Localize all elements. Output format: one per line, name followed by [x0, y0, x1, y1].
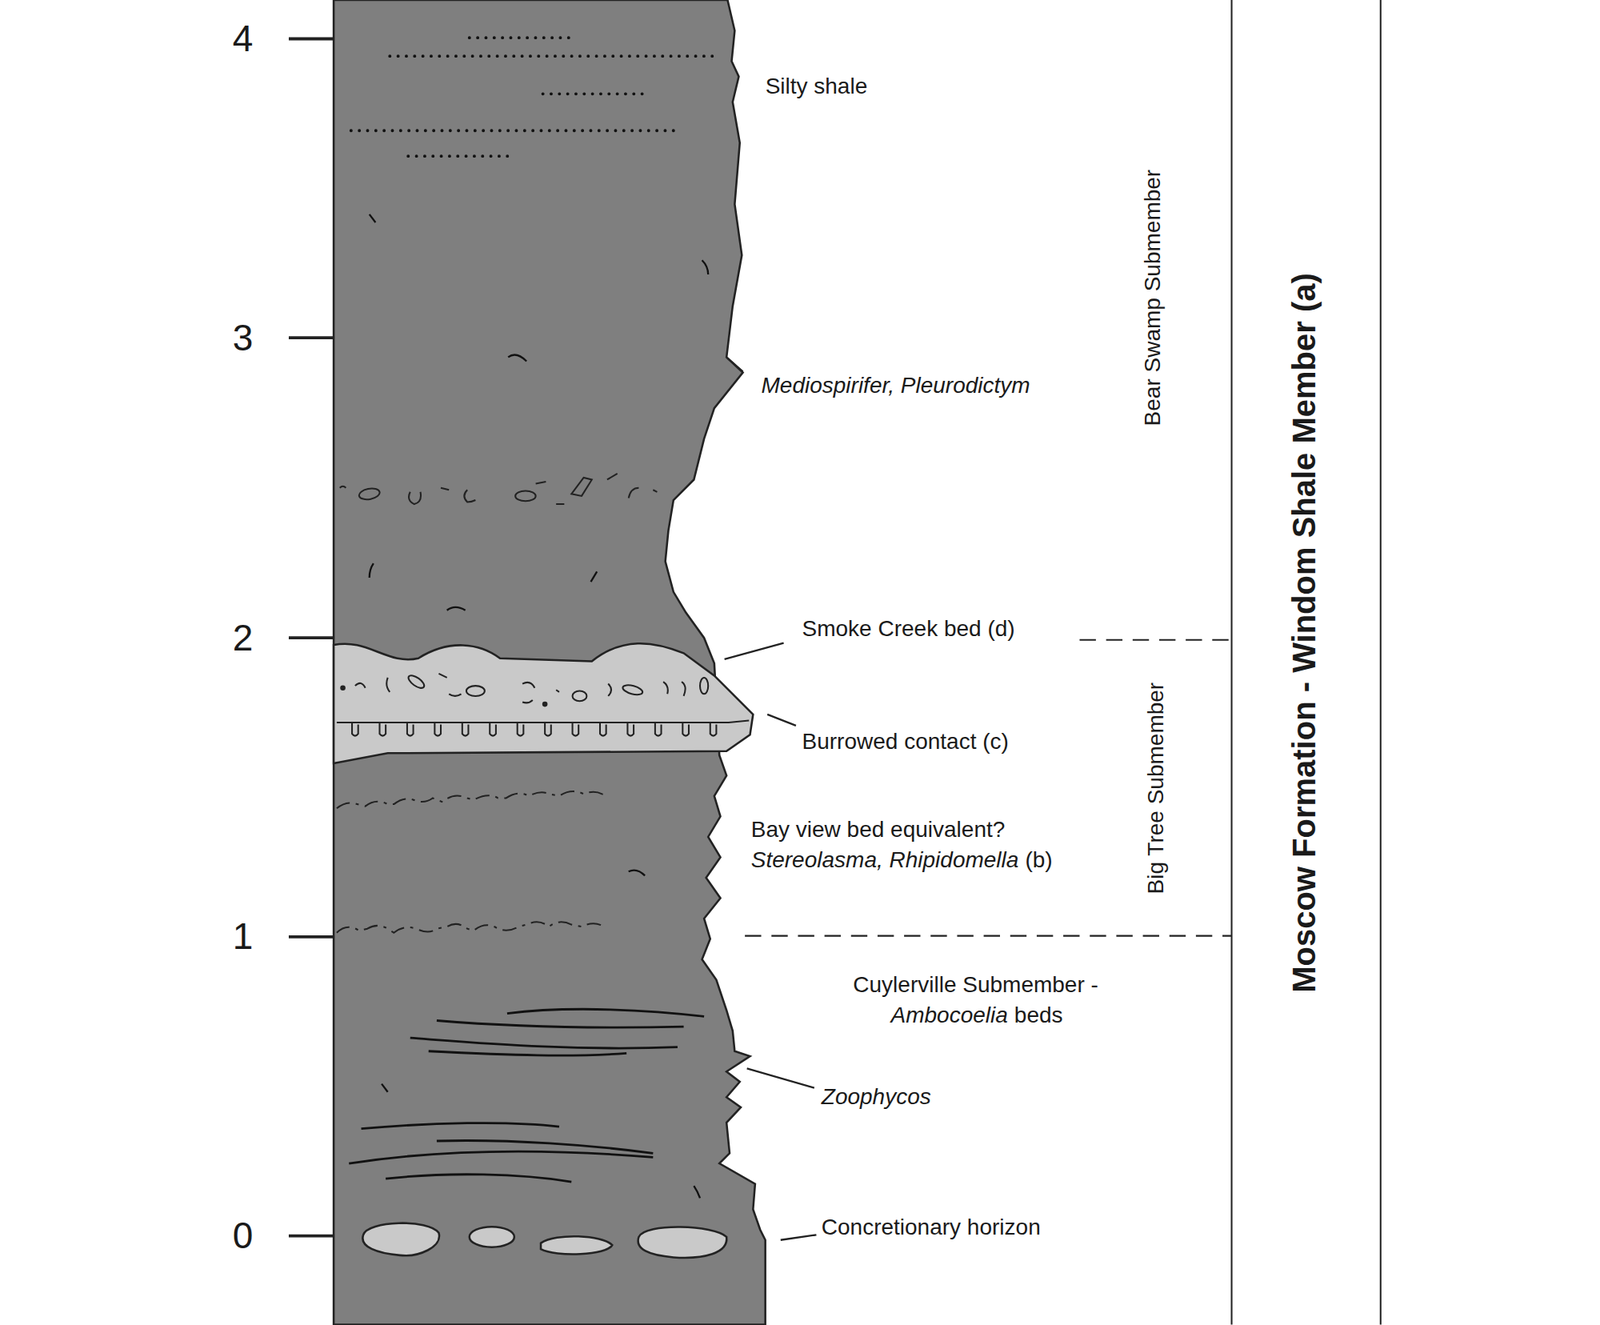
submember-label: Cuylerville Submember -	[852, 972, 1099, 998]
lithology-label: Silty shale	[765, 73, 868, 100]
bed-label: Smoke Creek bed (d)	[802, 616, 1016, 642]
burrowed-contact	[336, 720, 749, 736]
scale-number: 2	[232, 616, 254, 660]
column-drawing	[288, 0, 1381, 1325]
bed-label: Bay view bed equivalent?	[751, 816, 1006, 843]
boundary-dash	[1079, 639, 1232, 641]
contact-label: Burrowed contact (c)	[802, 728, 1009, 755]
shell-debris	[336, 473, 658, 933]
scale-number: 4	[232, 17, 254, 60]
callout-letter: (b)	[1024, 847, 1052, 873]
trace-fossil-label: Zoophycos	[821, 1084, 932, 1110]
fossil-label: Ambocoelia	[891, 1002, 1008, 1028]
concretions	[362, 1223, 727, 1258]
silt-dots	[351, 37, 715, 156]
shell-clasts	[340, 672, 708, 706]
scale-ticks	[288, 38, 334, 1236]
leader-lines	[724, 358, 817, 1240]
horizon-label: Concretionary horizon	[821, 1214, 1041, 1240]
bed-label: beds	[1014, 1002, 1064, 1028]
frame-line	[1380, 0, 1382, 1325]
scattered-shells	[369, 214, 708, 1199]
scale-number: 0	[232, 1214, 254, 1257]
fossil-label: Stereolasma, Rhipidomella	[751, 847, 1020, 873]
scale-number: 3	[232, 316, 254, 360]
fossil-label: Mediospirifer, Pleurodictym	[761, 372, 1031, 399]
submember-label: Bear Swamp Submember	[1140, 169, 1166, 427]
submember-label: Big Tree Submember	[1143, 681, 1169, 894]
boundary-dash	[744, 935, 1232, 937]
smoke-creek-bed	[333, 643, 753, 764]
frame-line	[1231, 0, 1233, 1325]
formation-label: Moscow Formation - Windom Shale Member (…	[1285, 272, 1323, 993]
scale-number: 1	[232, 915, 254, 958]
shale-column	[333, 0, 766, 1325]
zoophycos-traces	[348, 1008, 704, 1182]
